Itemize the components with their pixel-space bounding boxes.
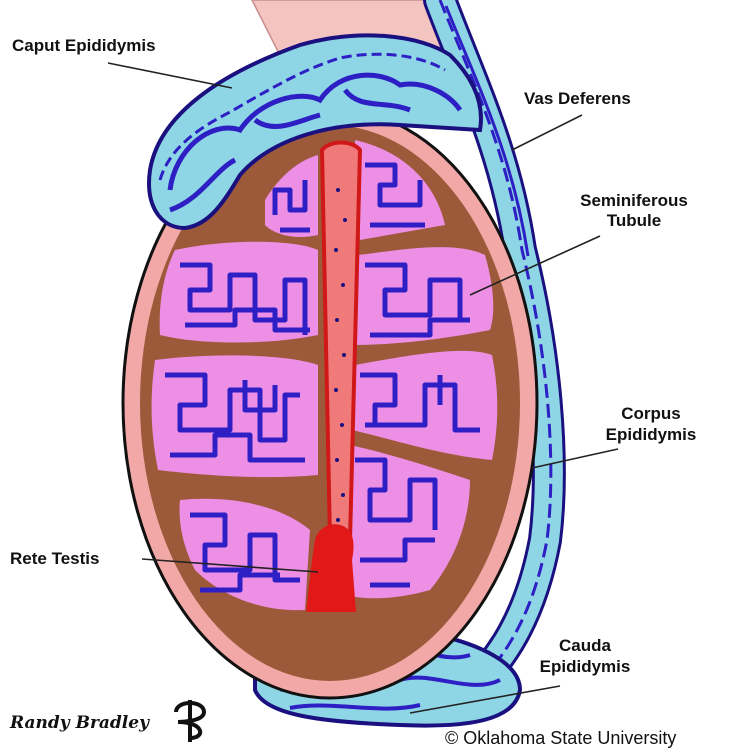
copyright-text: © Oklahoma State University [445, 728, 676, 748]
lobule [160, 242, 318, 343]
label-caput-epididymis: Caput Epididymis [12, 36, 156, 55]
label-seminiferous-line1: Seminiferous [580, 191, 688, 210]
label-seminiferous-line2: Tubule [607, 211, 661, 230]
label-cauda-line2: Epididymis [540, 657, 631, 676]
label-cauda-line1: Cauda [559, 636, 612, 655]
artist-logo [176, 700, 204, 742]
lobule [355, 247, 493, 345]
artist-signature: Randy Bradley [9, 713, 150, 733]
label-corpus-line1: Corpus [621, 404, 681, 423]
leader-caput [108, 63, 232, 88]
label-rete-testis: Rete Testis [10, 549, 99, 568]
label-vas-deferens: Vas Deferens [524, 89, 631, 108]
leader-vas-deferens [512, 115, 582, 150]
label-corpus-line2: Epididymis [606, 425, 697, 444]
